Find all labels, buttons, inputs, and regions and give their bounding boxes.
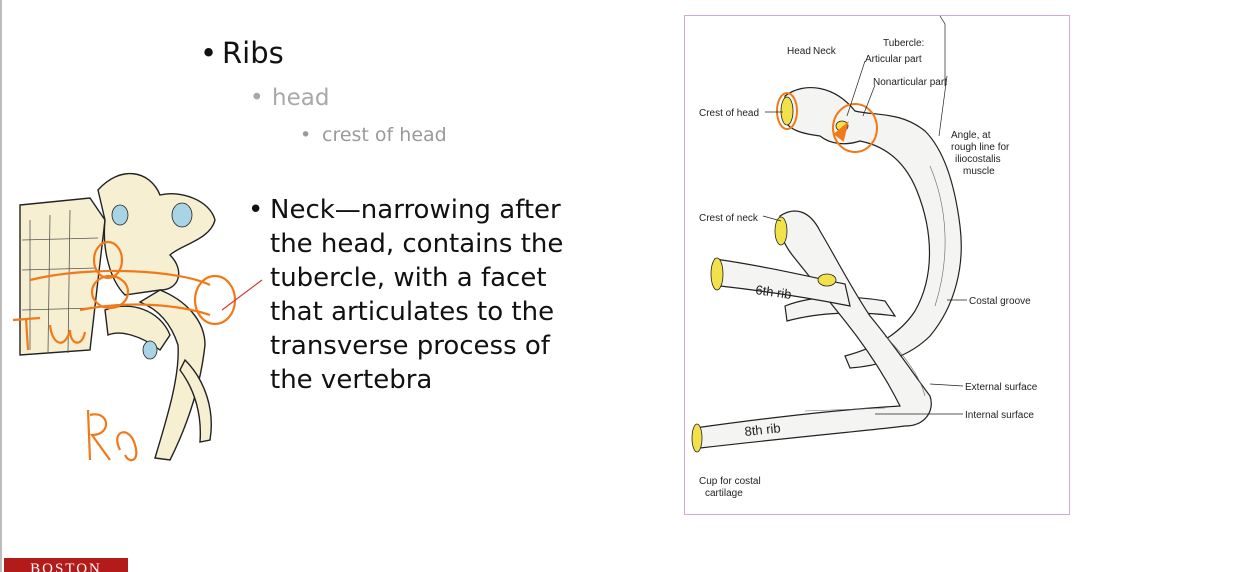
label-crest-of-neck: Crest of neck: [699, 213, 759, 224]
label-external-surface: External surface: [965, 382, 1038, 393]
label-nonarticular-part: Nonarticular part: [873, 77, 947, 88]
label-6th-rib: 6th rib: [755, 282, 793, 302]
label-cup-1: Cup for costal: [699, 476, 761, 487]
label-crest-of-head: Crest of head: [699, 108, 759, 119]
bullet-crest-of-head: •crest of head: [300, 124, 447, 146]
rib-diagram: Head Neck Tubercle: Articular part Nonar…: [691, 15, 1038, 499]
label-angle-3: iliocostalis: [955, 154, 1001, 165]
label-head: Head: [787, 46, 811, 57]
bullet-head: •head: [250, 85, 330, 111]
label-tubercle: Tubercle:: [883, 38, 924, 49]
bullet-neck: • Neck—narrowing after the head, contain…: [248, 195, 564, 395]
label-costal-groove: Costal groove: [969, 296, 1031, 307]
rib-diagram-panel: Head Neck Tubercle: Articular part Nonar…: [684, 15, 1070, 515]
label-neck: Neck: [813, 46, 837, 57]
bullet-ribs: •Ribs: [200, 36, 284, 70]
label-internal-surface: Internal surface: [965, 410, 1034, 421]
label-articular-part: Articular part: [865, 54, 922, 65]
label-angle-4: muscle: [963, 166, 995, 177]
label-cup-2: cartilage: [705, 488, 743, 499]
label-8th-rib: 8th rib: [744, 420, 782, 439]
vertebra-rib-illustration: TV RA: [12, 173, 263, 462]
boston-university-logo: BOSTON: [4, 558, 128, 572]
label-angle-1: Angle, at: [951, 130, 991, 141]
slide-left-border: [0, 0, 2, 572]
label-angle-2: rough line for: [951, 142, 1010, 153]
